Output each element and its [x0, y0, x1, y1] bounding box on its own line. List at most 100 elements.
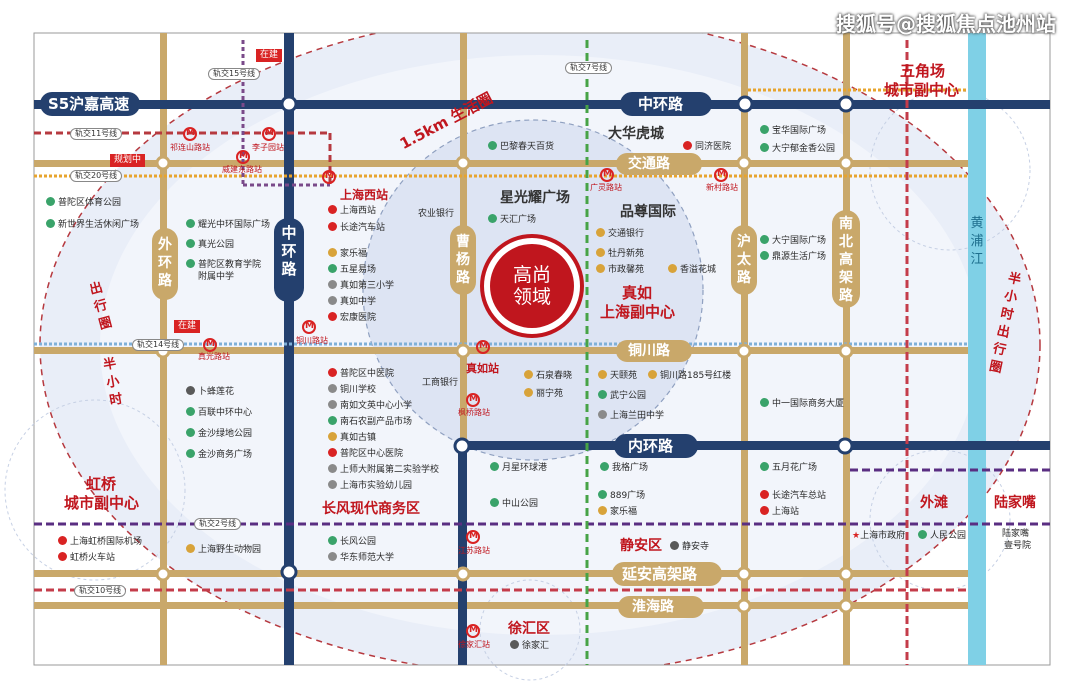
- poi-yuexing: 月星环球港: [490, 462, 547, 474]
- line-tag-10: 轨交10号线: [74, 585, 127, 597]
- lujiazui-label: 陆家嘴: [994, 495, 1036, 511]
- station-zhenguang: 真光路站: [198, 352, 230, 361]
- poi-city-gov: ★上海市政府: [852, 531, 906, 541]
- poi-hongqiao-airport: 上海虹桥国际机场: [58, 536, 142, 548]
- metro-icon-liziyuan: [262, 127, 276, 141]
- huaihai-road: [34, 602, 968, 609]
- poi-sh-west: 上海西站: [328, 205, 376, 217]
- poi-changtu: 长途汽车站: [328, 222, 385, 234]
- poi-tianhui: 天汇广场: [488, 214, 536, 226]
- s5-middle-ring-road: [34, 100, 1050, 109]
- poi-hongqiao-rail: 虹桥火车站: [58, 552, 115, 564]
- watermark: 搜狐号@搜狐焦点池州站: [836, 12, 1056, 36]
- poi-putuo-center: 普陀区中心医院: [328, 448, 403, 460]
- jingan-label: 静安区: [620, 538, 662, 554]
- inner-ring-vertical: [458, 441, 467, 665]
- road-hutai: 沪太路: [737, 234, 751, 286]
- station-tongchuan: 铜川路站: [296, 336, 328, 345]
- tag-guihua: 规划中: [110, 154, 146, 167]
- metro-icon-zhenguang: [203, 338, 217, 352]
- station-shanghaixi: 上海西站: [340, 188, 389, 202]
- inner-ring-road: [462, 441, 1050, 450]
- road-huaihai: 淮海路: [632, 599, 674, 615]
- middle-ring-vertical: [284, 33, 294, 665]
- metro-icon-zhenru: [476, 340, 490, 354]
- poi-baohua: 宝华国际广场: [760, 125, 826, 137]
- poi-zhenru3: 真如第三小学: [328, 280, 394, 292]
- road-middle-ring: 中环路: [638, 95, 684, 113]
- metro-icon-xujiahui: [466, 624, 480, 638]
- poi-zhongshan: 中山公园: [490, 498, 538, 510]
- station-zhenru: 真如站: [466, 362, 499, 375]
- poi-daning-intl: 大宁国际广场: [760, 235, 826, 247]
- poi-xujiahui: 徐家汇: [510, 640, 549, 652]
- road-jiaotong: 交通路: [628, 156, 670, 172]
- wujiaochang-circle: [869, 89, 1031, 251]
- poi-shizheng: 市政馨苑: [596, 264, 644, 276]
- poi-people-park: 人民公园: [918, 530, 966, 542]
- station-guangxin: 广灵路站: [590, 183, 622, 192]
- poi-zhenru-ancient: 真如古镇: [328, 432, 376, 444]
- metro-icon-qilianshan: [183, 127, 197, 141]
- metro-icon-shanghaixi: [322, 170, 336, 184]
- xuhui-label: 徐汇区: [508, 621, 550, 637]
- poi-tianyi: 天颐苑: [598, 370, 637, 382]
- poi-gongshang: 工商银行: [422, 378, 459, 388]
- poi-lujiazui-tower2: 壹号院: [1004, 541, 1032, 551]
- changfeng-label: 长风现代商务区: [322, 501, 420, 517]
- poi-shiquan: 石泉春晓: [524, 370, 572, 382]
- poi-putuo-ti: 普陀区体育公园: [46, 197, 121, 209]
- poi-hongkang: 宏康医院: [328, 312, 376, 324]
- wujiaochang-sub-label: 城市副中心: [884, 81, 960, 99]
- pinzun-label: 品尊国际: [620, 204, 676, 220]
- poi-tongchuan185: 铜川路185号红楼: [648, 370, 731, 382]
- station-weijian: 威建东路站: [222, 165, 262, 174]
- road-yanan: 延安高架路: [622, 565, 698, 583]
- poi-zhenru-mid: 真如中学: [328, 296, 376, 308]
- poi-jingan-temple: 静安寺: [670, 541, 709, 553]
- line-tag-20: 轨交20号线: [70, 170, 123, 182]
- metro-icon-fengqiao: [466, 393, 480, 407]
- huangpu-river-label: 黄浦江: [970, 216, 984, 267]
- center-seal: [490, 244, 574, 328]
- road-tongchuan: 铜川路: [628, 343, 670, 359]
- poi-wuyuehua: 五月花广场: [760, 462, 817, 474]
- road-inner-ring: 内环路: [628, 437, 674, 455]
- poi-zhongyi-business: 中一国际商务大厦: [760, 398, 844, 410]
- poi-nanzhen-school: 南如文英中心小学: [328, 400, 412, 412]
- zhenru-label: 真如: [622, 284, 653, 302]
- line-tag-2: 轨交2号线: [194, 518, 242, 530]
- line-tag-11: 轨交11号线: [70, 128, 123, 140]
- poi-jiaotong-bank: 交通银行: [596, 228, 644, 240]
- center-label-line2: 领域: [512, 286, 551, 308]
- line-tag-7: 轨交7号线: [565, 62, 613, 74]
- poi-shida-school: 上师大附属第二实验学校: [328, 464, 439, 476]
- poi-jialefu2: 家乐福: [598, 506, 637, 518]
- tag-zaijian-2: 在建: [174, 320, 201, 333]
- poi-sh-kindergarten: 上海市实验幼儿园: [328, 480, 412, 492]
- center-label: 高尚 领域: [508, 264, 556, 308]
- poi-wildlife: 上海野生动物园: [186, 544, 261, 556]
- poi-tongji: 同济医院: [683, 141, 731, 153]
- station-xincun: 新村路站: [706, 183, 738, 192]
- hongqiao-sub-label: 城市副中心: [64, 494, 140, 512]
- line-tag-15: 轨交15号线: [208, 68, 261, 80]
- station-jiangsu: 江苏路站: [458, 546, 490, 555]
- poi-jinsha: 金沙绿地公园: [186, 428, 252, 440]
- poi-huadong: 华东师范大学: [328, 552, 394, 564]
- poi-nanshi: 南石农副产品市场: [328, 416, 412, 428]
- poi-nongye: 农业银行: [418, 209, 455, 219]
- road-outer-ring: 外环路: [158, 237, 172, 289]
- poi-bulong: 卜蜂莲花: [186, 386, 234, 398]
- poi-wogu: 我格广场: [600, 462, 648, 474]
- poi-putuo-zhongyi: 普陀区中医院: [328, 368, 394, 380]
- station-xujiahui: 徐家汇站: [458, 640, 490, 649]
- poi-wuning: 武宁公园: [598, 390, 646, 402]
- poi-changfeng-park: 长风公园: [328, 536, 376, 548]
- poi-mudan: 牡丹新苑: [596, 248, 644, 260]
- poi-sh-station: 上海站: [760, 506, 799, 518]
- metro-icon-xincun: [714, 168, 728, 182]
- station-liziyuan: 李子园站: [252, 143, 284, 152]
